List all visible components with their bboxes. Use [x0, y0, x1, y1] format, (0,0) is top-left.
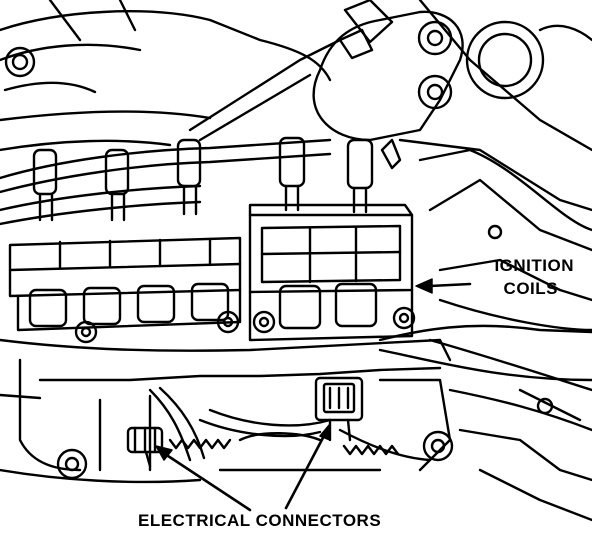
ignition-coils-label-line2: COILS [503, 279, 558, 298]
left-coil-rail [8, 236, 242, 332]
intake-manifold-background [0, 0, 592, 212]
ignition-coil-pack [248, 203, 414, 342]
ignition-coils-callout: IGNITION COILS [470, 257, 574, 297]
electrical-connectors-label: ELECTRICAL CONNECTORS [138, 511, 382, 530]
lower-engine-block [0, 338, 454, 484]
electrical-connector-left [126, 426, 164, 468]
electrical-connector-right [314, 376, 364, 442]
electrical-connectors-leader-arrows [155, 423, 331, 512]
ignition-coils-label-line1: IGNITION [494, 256, 574, 275]
coil-mounting-bolts [74, 306, 416, 344]
wire-loom [168, 438, 400, 456]
spark-plug-wires [0, 138, 332, 226]
right-side-housing [418, 148, 592, 522]
spark-plug-boots [32, 136, 374, 222]
throttle-bracket [312, 0, 592, 170]
bolt-top-left [4, 46, 36, 78]
ignition-coils-leader-arrow [415, 278, 472, 294]
